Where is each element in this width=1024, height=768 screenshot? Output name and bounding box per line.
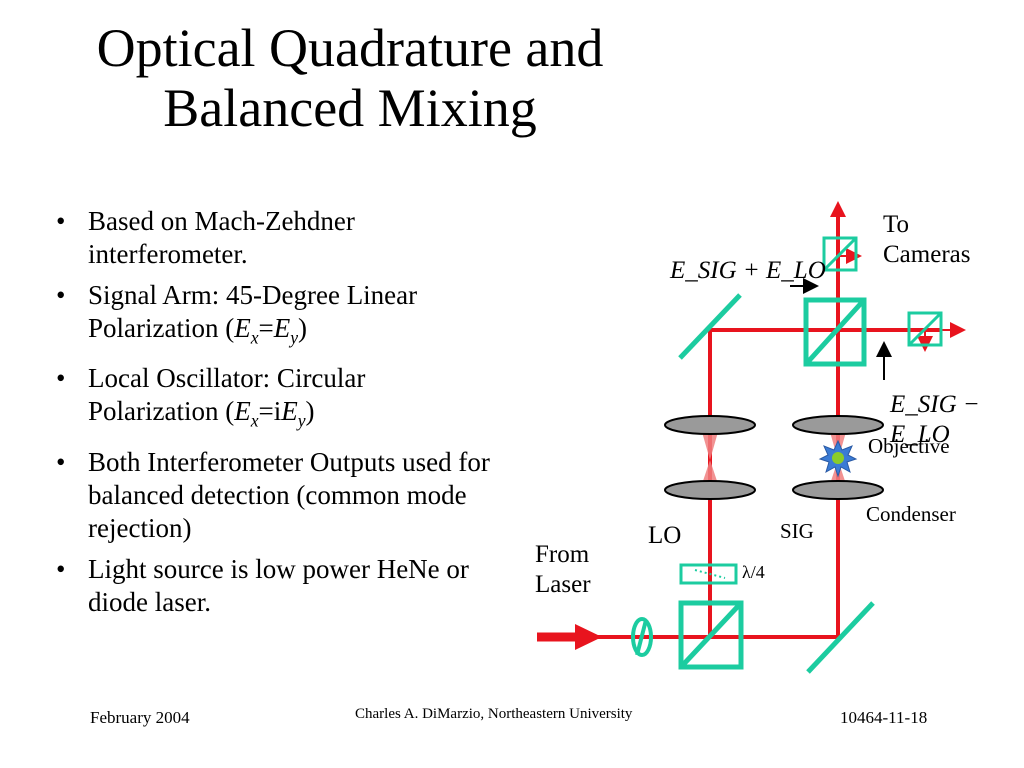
objective-label: Objective [868,434,950,458]
diff-field-label: E_SIG − E_LO [890,391,980,448]
slide-title: Optical Quadrature and Balanced Mixing [0,18,700,138]
beamsplitters [678,297,867,670]
sig-label: SIG [780,519,814,543]
polarizer [631,617,653,657]
waveplate-label: λ/4 [742,562,765,582]
title-line-2: Balanced Mixing [163,78,537,138]
input-beamsplitter [678,600,744,670]
lo-lower-lens [664,480,756,500]
bullet-item: •Both Interferometer Outputs used for ba… [56,446,490,543]
lo-label: LO [648,522,682,549]
mirrors [678,293,875,674]
bullet-item: •Based on Mach-Zehdner interferometer. [56,206,355,269]
objective-lens [792,415,884,435]
to-cameras-label: To Cameras [883,211,971,268]
sample-icon [818,439,858,478]
quarter-wave-plate [679,563,738,585]
footer-slide-number: 10464-11-18 [840,708,928,727]
footer-date: February 2004 [90,708,190,727]
polarizing-beamsplitters [822,236,943,347]
footer-author: Charles A. DiMarzio, Northeastern Univer… [355,706,633,722]
lenses [664,415,884,500]
sum-field-label: E_SIG + E_LO [670,257,826,284]
condenser-lens [792,480,884,500]
bullet-list: •Based on Mach-Zehdner interferometer. •… [52,205,492,627]
bullet-item: •Local Oscillator: Circular Polarization… [56,363,366,431]
lo-upper-lens [664,415,756,435]
from-laser-label: From Laser [535,541,591,598]
output-beamsplitter [803,297,867,367]
title-line-1: Optical Quadrature and [96,18,604,78]
bullet-item: •Signal Arm: 45-Degree Linear Polarizati… [56,280,418,348]
bullet-item: •Light source is low power HeNe or diode… [56,553,469,617]
condenser-label: Condenser [866,502,956,526]
